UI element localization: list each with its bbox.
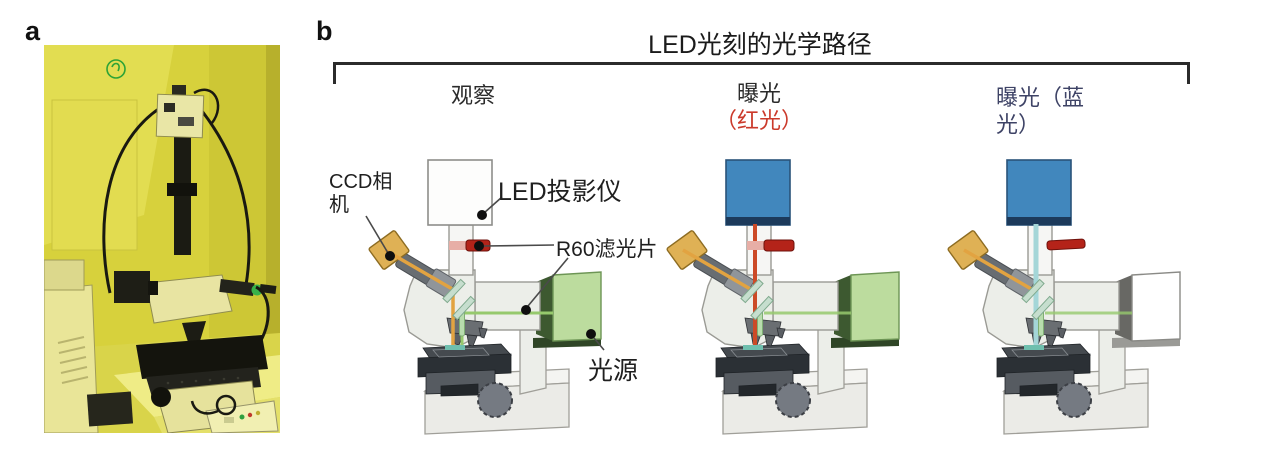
- stage: [996, 343, 1091, 397]
- objective-turret: [446, 317, 488, 347]
- panel-b-label: b: [316, 16, 333, 46]
- beam-splitters: [740, 278, 774, 337]
- sample: [445, 345, 465, 350]
- beam-splitters: [1021, 278, 1055, 337]
- stage-controller: [190, 394, 279, 434]
- green-connector: [251, 284, 263, 296]
- recycle-logo: [106, 59, 126, 79]
- focus-knob: [775, 382, 811, 418]
- microscope-diagram-exposure-blue: [947, 159, 1181, 435]
- light-source-box: [831, 271, 900, 348]
- light-source-box: [533, 271, 602, 348]
- r60-filter-rod-removed: [1046, 238, 1086, 251]
- column-header-blue-exposure: 曝光（蓝 光）: [996, 84, 1136, 138]
- r60-filter-label: R60滤光片: [556, 238, 658, 261]
- microscope-diagram-exposure-red: [666, 159, 900, 435]
- led-projector-box: [427, 159, 493, 226]
- led-projector-box: [725, 159, 791, 226]
- light-source-box: [1112, 271, 1181, 348]
- column-header-red-line2: （红光）: [714, 108, 803, 133]
- title-bracket: [333, 62, 1190, 84]
- light-source-label: 光源: [588, 357, 639, 385]
- column-header-observation: 观察: [450, 83, 495, 108]
- column-header-blue-line1: 曝光（蓝: [996, 85, 1085, 110]
- microscope-diagram-observation: [368, 159, 602, 435]
- light-beams: [384, 248, 553, 347]
- focus-knob: [477, 382, 513, 418]
- panel-a-label: a: [25, 16, 41, 46]
- sample: [743, 345, 763, 350]
- column-header-blue-line2: 光）: [996, 112, 1041, 137]
- focus-knob: [1056, 382, 1092, 418]
- sample: [1024, 345, 1044, 350]
- led-projector-label: LED投影仪: [498, 178, 622, 206]
- led-projector-box: [1006, 159, 1072, 226]
- cleanroom-photo: [43, 45, 280, 434]
- r60-filter-rod: [747, 239, 795, 252]
- column-header-red-exposure: 曝光 （红光）: [697, 80, 821, 134]
- column-header-red-line1: 曝光: [736, 81, 781, 106]
- beam-splitters: [442, 278, 476, 337]
- r60-filter-rod: [449, 239, 491, 252]
- panel-b-title: LED光刻的光学路径: [648, 31, 872, 59]
- ccd-camera-label: CCD相 机: [329, 171, 393, 216]
